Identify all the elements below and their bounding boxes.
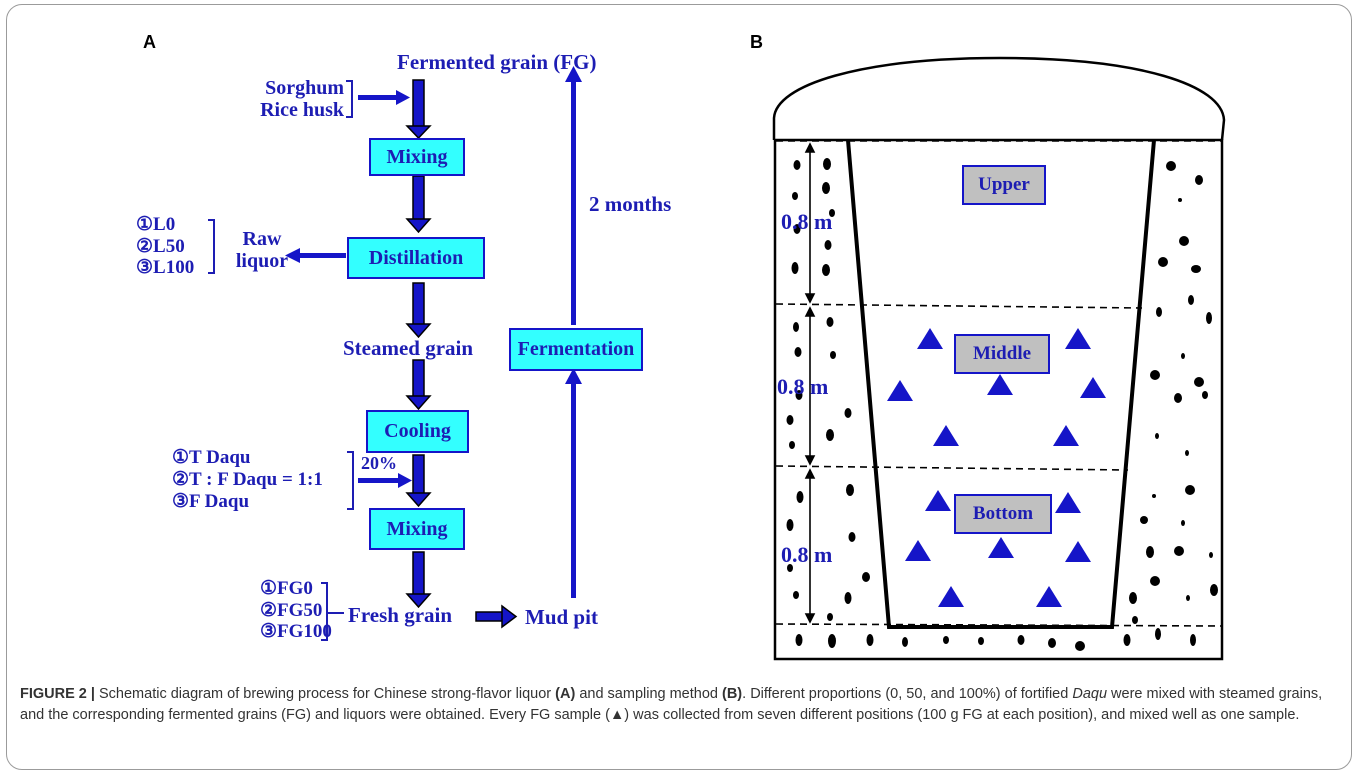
arrow-daqu: [358, 473, 412, 488]
arrow-fermentation-to-fg: [565, 66, 582, 325]
daqu-options-list: ①T Daqu ②T : F Daqu = 1:1 ③F Daqu: [172, 447, 323, 513]
fg-sample-fg100: ③FG100: [260, 621, 332, 643]
figure-frame: [6, 4, 1352, 770]
sample-triangles: [887, 328, 1106, 607]
figure-caption: FIGURE 2 | Schematic diagram of brewing …: [20, 684, 1340, 725]
layer-line-2: [775, 465, 1129, 471]
pit-outer-wall: [773, 138, 1224, 661]
fg-sample-fg0: ①FG0: [260, 578, 313, 599]
pit-dome: [772, 56, 1226, 141]
caption-daqu: Daqu: [1072, 686, 1108, 702]
mud-pit-diagram: [772, 56, 1226, 661]
liquor-sample-l100: ③L100: [136, 257, 195, 279]
liquor-sample-l0: ①L0: [136, 214, 176, 235]
arrow-inputs: [358, 90, 410, 105]
layer-label-upper: Upper: [962, 165, 1046, 205]
layer-label-middle: Middle: [954, 334, 1050, 374]
sample-triangle: [887, 380, 913, 401]
sample-triangle: [917, 328, 943, 349]
sample-triangle: [1065, 328, 1091, 349]
flow-arrows: [285, 66, 582, 629]
panel-letter-b: B: [750, 32, 763, 52]
liquor-samples-list: ①L0 ②L50 ③L100: [136, 214, 194, 279]
arrow-mudpit-to-fermentation: [565, 368, 582, 598]
sample-triangle: [925, 490, 951, 511]
bracket-liquor: [208, 219, 215, 274]
mud-pit-label: Mud pit: [525, 605, 598, 629]
raw-liquor-line1: Raw: [242, 228, 282, 250]
liquor-sample-l50: ②L50: [136, 235, 185, 257]
panel-letter-a: A: [143, 32, 156, 52]
arrow-steamed-to-cooling: [405, 359, 432, 411]
caption-text-2: and sampling method: [575, 686, 722, 702]
sample-triangle: [1053, 425, 1079, 446]
sample-triangle: [933, 425, 959, 446]
caption-text-4: were mixed with steamed grains, and the …: [20, 686, 1323, 723]
cooling-box: Cooling: [366, 410, 469, 453]
sample-triangle: [987, 374, 1013, 395]
input-rice-husk: Rice husk: [260, 99, 344, 122]
inputs-list: Sorghum Rice husk: [258, 77, 344, 122]
depth-bottom: 0.8 m: [781, 542, 833, 567]
caption-figure-label: FIGURE 2 |: [20, 686, 95, 702]
arrow-raw-liquor: [285, 248, 346, 263]
caption-text-3: . Different proportions (0, 50, and 100%…: [742, 686, 1073, 702]
sample-triangle: [1065, 541, 1091, 562]
distillation-box: Distillation: [347, 237, 485, 279]
fresh-grain-label: Fresh grain: [348, 603, 453, 627]
bracket-fg: [321, 582, 328, 641]
caption-ref-a: (A): [555, 686, 576, 702]
raw-liquor-line2: liquor: [235, 250, 289, 273]
layer-line-1: [775, 303, 1143, 309]
daqu-percent-label: 20%: [361, 453, 397, 473]
daqu-option-t: ①T Daqu: [172, 447, 251, 468]
input-sorghum: Sorghum: [265, 77, 344, 99]
arrow-mixing-to-freshgrain: [405, 551, 432, 609]
steamed-grain-label: Steamed grain: [343, 336, 474, 360]
depth-upper: 0.8 m: [781, 209, 833, 234]
caption-text-1: Schematic diagram of brewing process for…: [94, 686, 556, 702]
arrow-mixing-to-distillation: [405, 175, 432, 234]
mixing-box-1: Mixing: [369, 138, 465, 176]
layer-line-bottom: [775, 623, 1222, 627]
depth-markers: [804, 142, 816, 624]
fermented-grain-label: Fermented grain (FG): [397, 50, 597, 74]
fg-sample-fg50: ②FG50: [260, 599, 323, 621]
sample-triangle: [938, 586, 964, 607]
arrow-freshgrain-to-mudpit: [475, 604, 518, 629]
pit-inner-wall: [846, 139, 1156, 629]
fermentation-box: Fermentation: [509, 328, 643, 371]
bracket-inputs: [346, 80, 353, 118]
sample-triangle: [1080, 377, 1106, 398]
raw-liquor-label: Raw liquor: [232, 228, 292, 273]
sample-triangle: [988, 537, 1014, 558]
depth-middle: 0.8 m: [777, 374, 829, 399]
mixing-box-2: Mixing: [369, 508, 465, 550]
mud-dots-right: [1129, 161, 1218, 624]
arrow-fg-to-mixing: [405, 79, 432, 140]
fg-samples-list: ①FG0 ②FG50 ③FG100: [260, 578, 332, 643]
daqu-option-tf: ②T : F Daqu = 1:1: [172, 469, 323, 491]
arrow-distillation-to-steamed: [405, 282, 432, 339]
sample-triangle: [905, 540, 931, 561]
caption-ref-b: (B): [722, 686, 743, 702]
duration-label: 2 months: [589, 192, 672, 216]
arrow-cooling-to-mixing: [405, 454, 432, 508]
layer-label-bottom: Bottom: [954, 494, 1052, 534]
sample-triangle: [1055, 492, 1081, 513]
sample-triangle: [1036, 586, 1062, 607]
brackets: [208, 80, 354, 641]
mud-dots-left: [786, 158, 870, 621]
bracket-daqu: [347, 451, 354, 510]
mud-dots-bottom: [795, 628, 1196, 651]
daqu-option-f: ③F Daqu: [172, 491, 250, 513]
